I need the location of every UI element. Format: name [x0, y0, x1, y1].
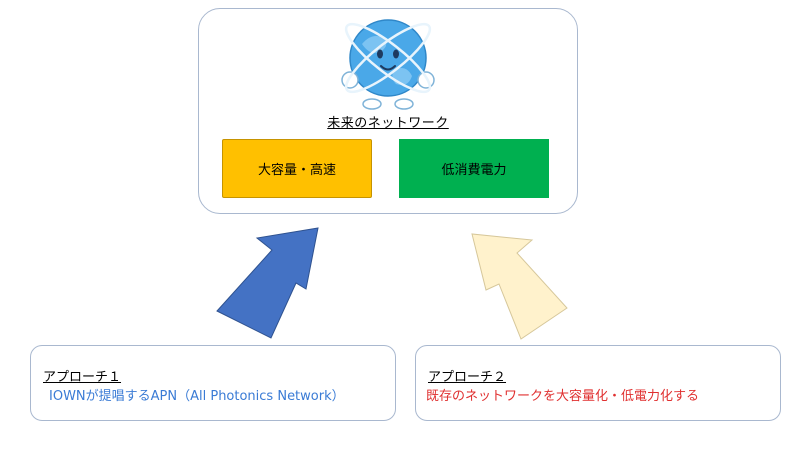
approach2-box: アプローチ２ 既存のネットワークを大容量化・低電力化する: [415, 345, 781, 421]
goal-high-capacity: 大容量・高速: [222, 139, 372, 198]
globe-mascot-icon: [341, 19, 435, 110]
goal-low-power-label: 低消費電力: [441, 163, 507, 178]
approach1-arrow-icon: [216, 227, 319, 339]
approach2-description: 既存のネットワークを大容量化・低電力化する: [426, 389, 700, 404]
approach2-arrow-icon: [471, 233, 568, 340]
goal-high-capacity-label: 大容量・高速: [257, 163, 336, 178]
goal-low-power: 低消費電力: [399, 139, 549, 198]
approach1-heading: アプローチ１: [43, 370, 122, 385]
future-network-title: 未来のネットワーク: [327, 116, 449, 131]
approach1-description: IOWNが提唱するAPN（All Photonics Network）: [49, 389, 345, 404]
approach1-box: アプローチ１ IOWNが提唱するAPN（All Photonics Networ…: [30, 345, 396, 421]
approach2-heading: アプローチ２: [428, 370, 507, 385]
